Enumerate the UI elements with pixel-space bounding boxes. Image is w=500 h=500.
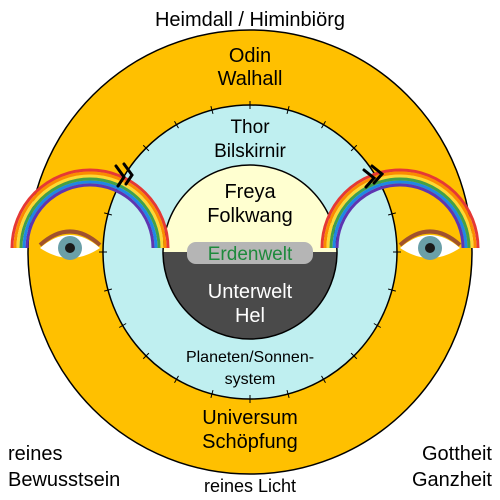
tick-mark [321,120,326,129]
tick-mark [286,106,290,115]
inner-title: Freya [224,181,276,203]
earth-label: Erdenwelt [208,244,293,265]
tick-mark [104,212,113,216]
chevron-arrow-icon-right [362,164,385,189]
tick-mark [142,144,150,152]
tick-mark [373,323,382,328]
tick-mark [350,144,358,152]
middle-ring-bottom-2: system [225,371,276,388]
rainbow-bridge-icon-left [10,168,170,249]
outer-ring-bottom-1: Universum [202,407,298,429]
corner-bottom-left-1: reines [8,443,62,465]
eye-icon-left [38,229,102,260]
tick-mark [142,352,150,360]
tick-mark [174,120,179,129]
chevron-arrow-icon-left [114,162,134,188]
corner-bottom-right-2: Ganzheit [412,469,492,491]
top-title: Heimdall / Himinbiörg [155,9,345,31]
middle-ring-subtitle: Bilskirnir [214,141,286,162]
tick-mark [104,288,113,292]
tick-mark [387,288,396,292]
bottom-center-label: reines Licht [204,476,296,496]
outer-ring-subtitle: Walhall [218,68,283,90]
tick-mark [321,375,326,384]
tick-mark [350,352,358,360]
middle-ring-title: Thor [230,117,270,138]
tick-mark [387,212,396,216]
underworld-subtitle: Hel [235,305,265,327]
corner-bottom-right-1: Gottheit [422,443,492,465]
tick-mark [286,389,290,398]
tick-mark [210,106,214,115]
tick-mark [118,323,127,328]
outer-ring-title: Odin [229,45,271,67]
outer-ring-bottom-2: Schöpfung [202,431,298,453]
tick-mark [210,389,214,398]
rainbow-bridge-icon-right [320,168,480,249]
underworld-title: Unterwelt [208,281,293,303]
corner-bottom-left-2: Bewusstsein [8,469,120,491]
eye-icon-right [398,229,462,260]
earth-band [187,242,313,264]
middle-ring-bottom-1: Planeten/Sonnen- [186,349,314,366]
inner-subtitle: Folkwang [207,205,293,227]
tick-mark [174,375,179,384]
